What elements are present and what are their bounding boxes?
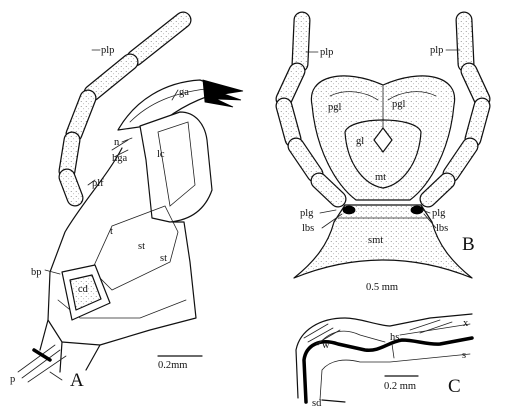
label-b-plp-left: plp — [320, 47, 333, 58]
label-a-t: t — [110, 226, 113, 237]
scale-label-b: 0.5 mm — [366, 282, 398, 293]
lacinia — [140, 112, 212, 222]
label-a-plf: plf — [92, 178, 104, 189]
label-b-plg-right: plg — [432, 208, 446, 219]
label-c-x: x — [463, 318, 469, 329]
basal-lines — [18, 320, 100, 382]
label-b-pgl-right: pgl — [392, 99, 406, 110]
label-b-mt: mt — [375, 172, 386, 183]
label-b-gl: gl — [356, 136, 364, 147]
label-c-hs: hs — [390, 332, 399, 343]
panel-c-letter: C — [448, 376, 461, 397]
label-a-plp: plp — [101, 45, 114, 56]
label-b-smt: smt — [368, 235, 383, 246]
label-b-plp-right: plp — [430, 45, 443, 56]
panel-a-letter: A — [70, 370, 84, 391]
labial-sclerite-right — [411, 206, 423, 214]
panel-b: plp plp pgl pgl gl mt plg plg lbs lbs sm… — [284, 20, 482, 293]
panel-b-letter: B — [462, 234, 475, 255]
scale-label-a: 0.2mm — [158, 360, 187, 371]
label-a-lc: lc — [157, 149, 165, 160]
label-b-plg-left: plg — [300, 208, 314, 219]
label-c-sd: sd — [312, 398, 322, 409]
label-c-w: w — [322, 340, 330, 351]
label-a-st-inner: st — [138, 241, 145, 252]
label-b-lbs-right: lbs — [436, 223, 448, 234]
panel-a: plp ga n hga lc plf t st st bp cd p A 0.… — [10, 20, 243, 391]
label-a-bp: bp — [31, 267, 42, 278]
labial-sclerite-left — [343, 206, 355, 214]
label-a-ga: ga — [179, 87, 189, 98]
label-a-st-outer: st — [160, 253, 167, 264]
label-c-s: s — [462, 350, 466, 361]
label-a-p: p — [10, 374, 15, 385]
galea-teeth — [203, 80, 243, 107]
label-b-pgl-left: pgl — [328, 102, 342, 113]
label-a-hga: hga — [112, 153, 128, 164]
label-a-n: n — [114, 137, 120, 148]
panel-c: w hs x s sd C 0.2 mm — [296, 314, 472, 409]
scale-label-c: 0.2 mm — [384, 381, 416, 392]
label-b-lbs-left: lbs — [302, 223, 314, 234]
label-a-cd: cd — [78, 284, 89, 295]
